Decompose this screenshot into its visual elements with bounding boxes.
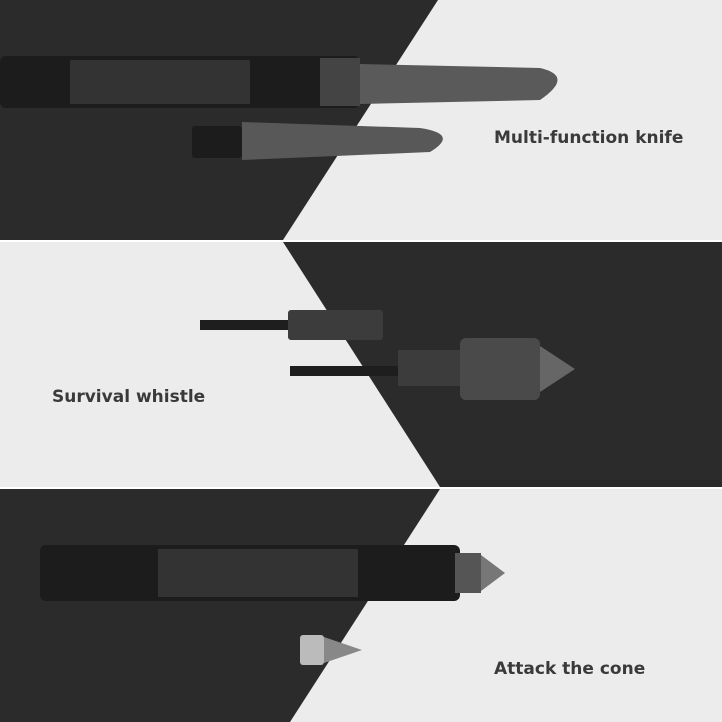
whistle-illustration — [0, 242, 722, 487]
label-multi-function-knife: Multi-function knife — [494, 128, 684, 148]
knife-illustration — [0, 0, 722, 240]
panel-cone: Attack the cone — [0, 489, 722, 722]
cone-illustration — [0, 489, 722, 722]
panel-whistle: Survival whistle — [0, 242, 722, 487]
panel-knife: Multi-function knife — [0, 0, 722, 240]
label-survival-whistle: Survival whistle — [52, 387, 206, 407]
label-attack-the-cone: Attack the cone — [494, 659, 646, 679]
